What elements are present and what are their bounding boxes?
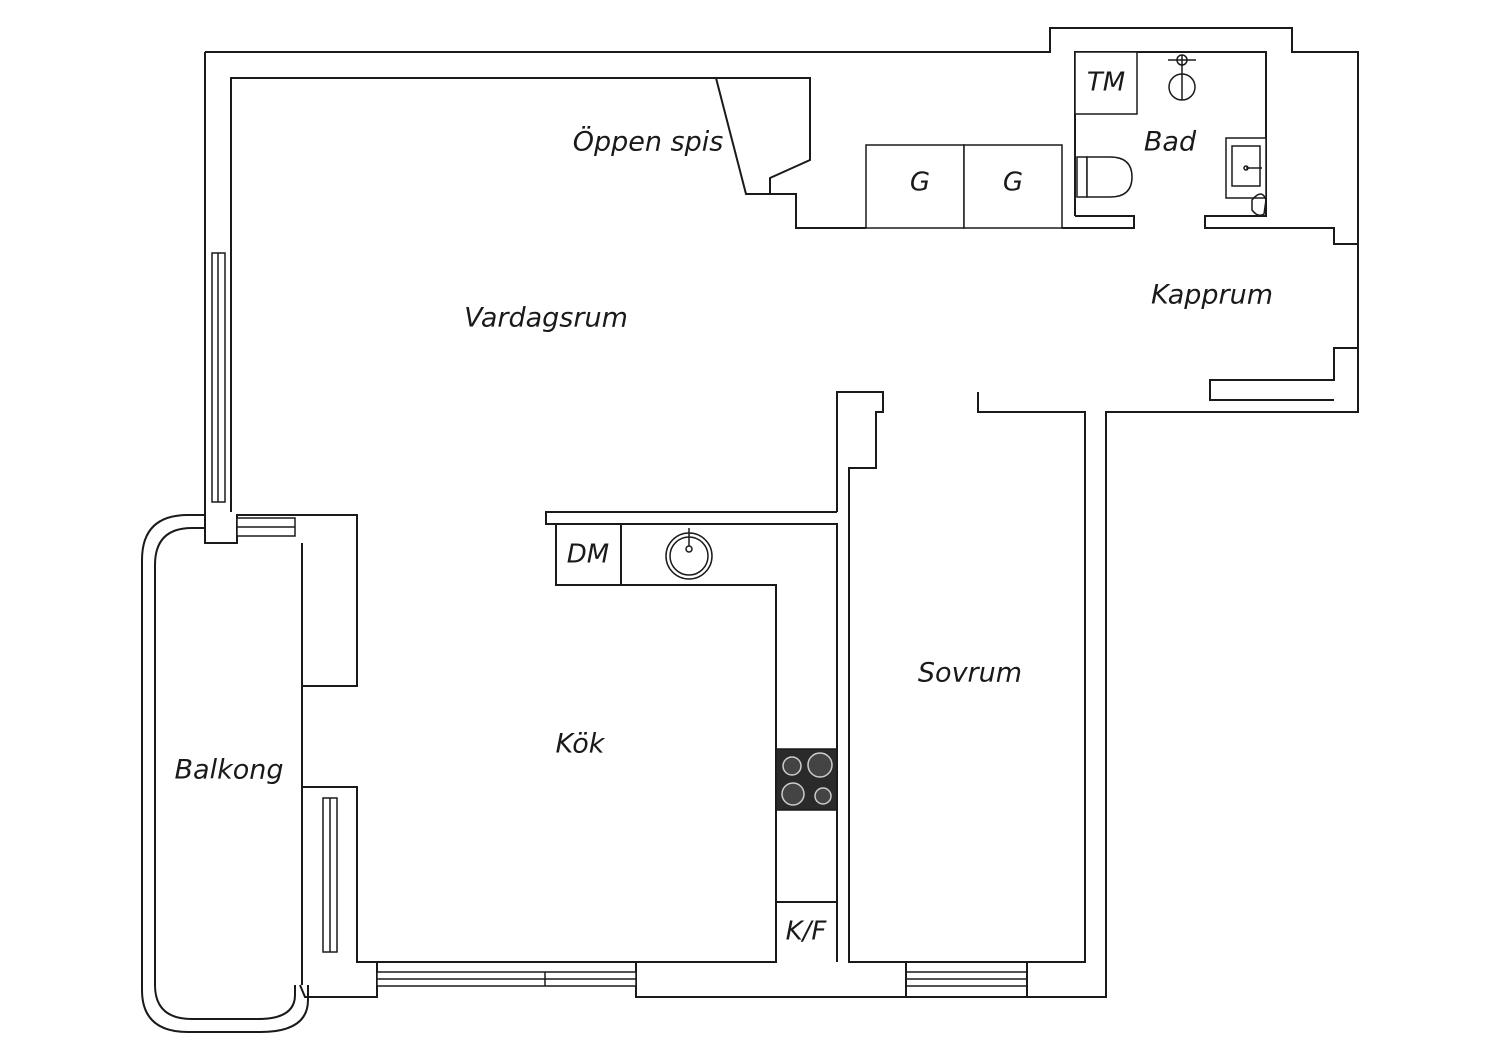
label-fridge-freezer: K/F — [786, 917, 828, 947]
window-west — [211, 252, 226, 503]
bathroom-wall — [1074, 51, 1358, 245]
kitchen-wall — [545, 511, 838, 962]
label-kapprum: Kapprum — [1151, 280, 1273, 311]
label-vardagsrum: Vardagsrum — [464, 303, 628, 334]
balcony-outline — [141, 514, 309, 1033]
shower-icon — [1168, 54, 1196, 101]
fireplace — [715, 77, 770, 195]
inner-wall-main — [230, 77, 866, 512]
balcony-wall-lower — [302, 786, 377, 963]
label-bad: Bad — [1144, 127, 1197, 158]
label-sovrum: Sovrum — [918, 658, 1022, 689]
window-kitchen — [376, 971, 637, 987]
toilet-icon — [1076, 156, 1133, 198]
window-bedroom — [905, 971, 1028, 987]
stove-icon — [775, 748, 838, 811]
outer-wall-west — [204, 52, 300, 544]
bedroom-bottom-wall — [905, 962, 1028, 997]
wardrobe-2 — [963, 144, 1063, 229]
bedroom-top-wall — [836, 391, 1086, 963]
balcony-inner-outline — [154, 527, 296, 1020]
label-wardrobe-1: G — [910, 168, 930, 198]
wall-wardrobe-bath — [1062, 215, 1135, 229]
window-balcony-side — [322, 797, 338, 953]
balcony-door-wall — [300, 514, 358, 687]
sink-icon — [665, 528, 713, 580]
label-wardrobe-2: G — [1003, 168, 1023, 198]
label-dishwasher: DM — [567, 540, 609, 570]
label-oppen-spis: Öppen spis — [573, 126, 724, 158]
label-washer: TM — [1087, 68, 1125, 98]
kitchen-counter — [555, 524, 777, 963]
label-kok: Kök — [556, 729, 606, 760]
kapprum-wall — [1209, 347, 1358, 401]
washbasin-icon — [1225, 137, 1267, 217]
washer-box — [1074, 51, 1138, 115]
label-balkong: Balkong — [175, 755, 284, 786]
wardrobe-1 — [865, 144, 965, 229]
window-balcony-top — [236, 517, 296, 537]
